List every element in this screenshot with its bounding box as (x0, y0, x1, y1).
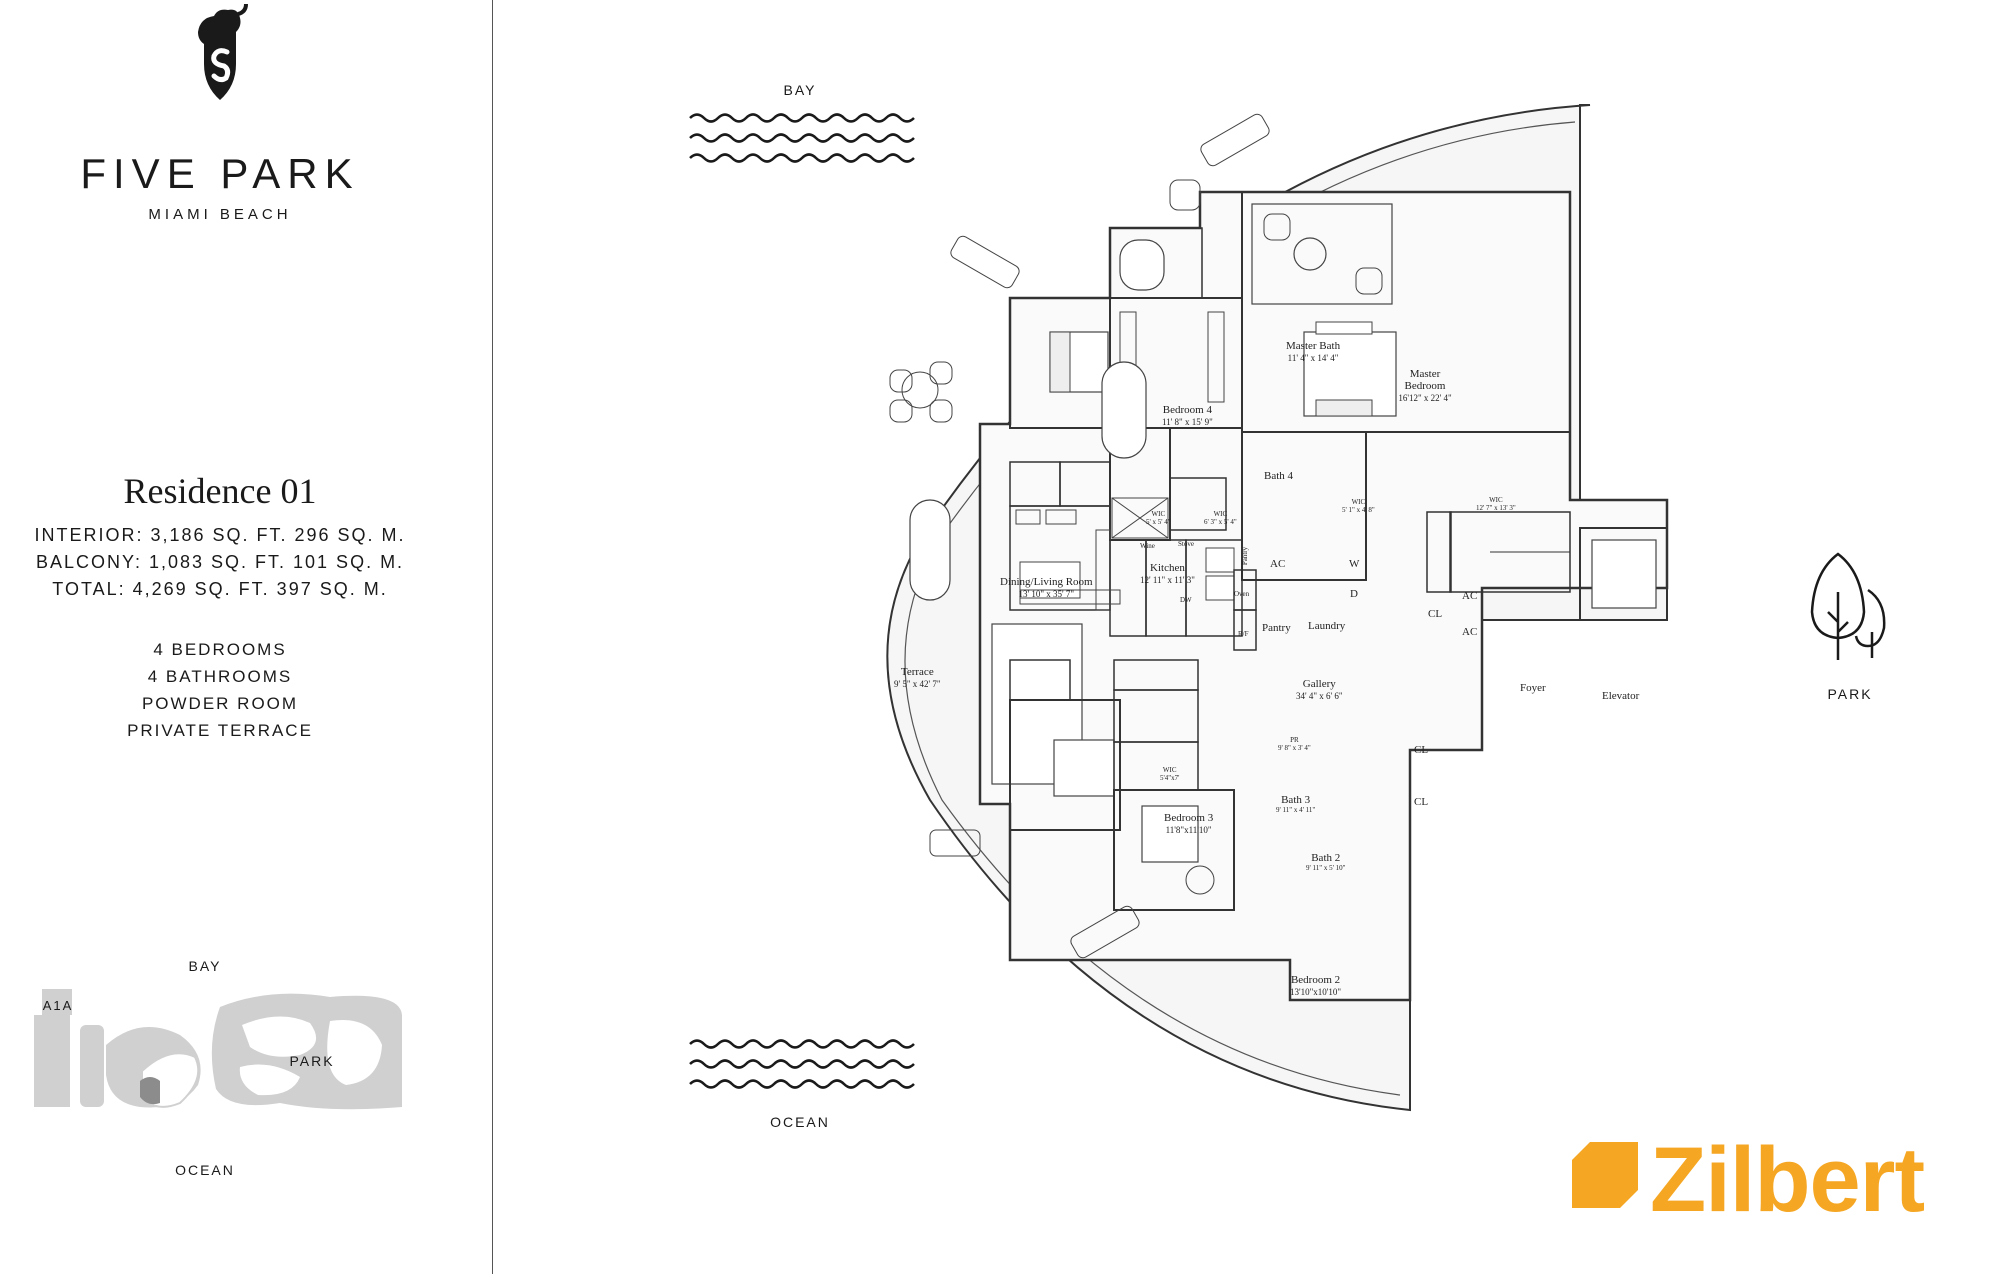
brand-location: MIAMI BEACH (148, 206, 292, 223)
feature-bathrooms: 4 BATHROOMS (147, 667, 293, 686)
room-closet-3: CL (1414, 796, 1429, 808)
feature-powder-room: POWDER ROOM (141, 694, 299, 713)
zilbert-logo-icon (1572, 1142, 1638, 1208)
room-washer: W (1349, 558, 1360, 570)
park-label: PARK (1827, 686, 1873, 702)
room-closet-1: CL (1428, 608, 1443, 620)
site-key-map (34, 989, 402, 1110)
room-pantry: Pantry (1262, 622, 1291, 634)
room-foyer: Foyer (1520, 682, 1546, 694)
developer-name: Zilbert (1650, 1129, 1925, 1231)
room-oven: Oven (1234, 590, 1250, 598)
keymap-bay-label: BAY (188, 958, 222, 974)
keymap-ocean-label: OCEAN (175, 1162, 235, 1178)
room-elevator: Elevator (1602, 690, 1640, 702)
room-dryer: D (1350, 588, 1358, 600)
bay-label: BAY (783, 82, 817, 98)
room-rf: R/F (1238, 630, 1249, 638)
feature-bedrooms: 4 BEDROOMS (153, 640, 287, 659)
floor-plan (886, 104, 1669, 1112)
balcony-area: BALCONY: 1,083 SQ. FT. 101 SQ. M. (35, 552, 405, 572)
bay-waves-icon (689, 113, 915, 163)
room-bath4: Bath 4 (1264, 470, 1294, 482)
keymap-road-label: A1A (42, 998, 74, 1013)
room-ac-3: AC (1462, 626, 1478, 638)
sidebar: FIVE PARK MIAMI BEACH Residence 01 INTER… (0, 0, 492, 1274)
room-laundry: Laundry (1308, 620, 1346, 632)
total-area: TOTAL: 4,269 SQ. FT. 397 SQ. M. (52, 579, 388, 599)
feature-terrace: PRIVATE TERRACE (127, 721, 313, 740)
keymap-park-label: PARK (289, 1053, 335, 1069)
vertical-divider (492, 0, 493, 1274)
elephant-shield-logo (198, 4, 248, 101)
room-ac-2: AC (1462, 590, 1478, 602)
room-wine: Wine (1140, 542, 1155, 550)
residence-title: Residence 01 (123, 471, 317, 511)
ocean-label: OCEAN (770, 1114, 830, 1130)
room-ac-1: AC (1270, 558, 1286, 570)
room-stove: Stove (1178, 540, 1194, 548)
ocean-waves-icon (689, 1039, 915, 1089)
room-closet-2: CL (1414, 744, 1429, 756)
interior-area: INTERIOR: 3,186 SQ. FT. 296 SQ. M. (34, 525, 406, 545)
room-pantry-small: Pantry (1241, 546, 1250, 566)
room-dw: DW (1180, 596, 1192, 604)
brand-name: FIVE PARK (80, 150, 360, 197)
tree-icon (1810, 552, 1886, 660)
